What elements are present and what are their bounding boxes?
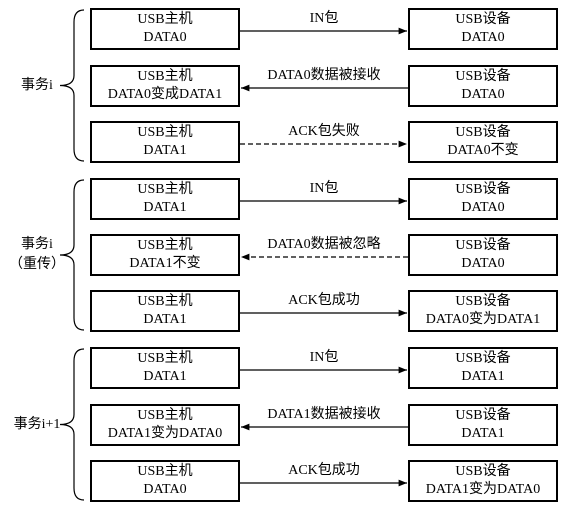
host-box-line-2: DATA1 <box>143 312 187 327</box>
device-box: USB设备 DATA0 <box>408 234 558 276</box>
device-box-line-2: DATA1 <box>461 426 505 441</box>
device-box-line-1: USB设备 <box>455 408 511 423</box>
device-box-line-2: DATA0不变 <box>447 143 519 158</box>
host-box-line-1: USB主机 <box>137 182 193 197</box>
host-box-line-2: DATA0 <box>143 30 187 45</box>
device-box-line-2: DATA0 <box>461 30 505 45</box>
transaction-label: 事务i （重传） <box>0 235 74 275</box>
device-box-line-2: DATA0变为DATA1 <box>425 312 541 327</box>
transaction-label-line: 事务i+1 <box>13 416 61 432</box>
host-box-line-1: USB主机 <box>137 125 193 140</box>
transaction-label: 事务i <box>0 76 74 96</box>
host-box-line-1: USB主机 <box>137 464 193 479</box>
group-brace <box>59 348 85 501</box>
host-box-line-1: USB主机 <box>137 408 193 423</box>
message-label: IN包 <box>309 350 339 365</box>
host-box: USB主机 DATA1 <box>90 347 240 389</box>
group-brace <box>59 9 85 162</box>
host-box: USB主机 DATA0 <box>90 460 240 502</box>
host-box-line-1: USB主机 <box>137 294 193 309</box>
transaction-label: 事务i+1 <box>0 415 74 435</box>
device-box-line-2: DATA0 <box>461 87 505 102</box>
message-label: DATA0数据被忽略 <box>267 237 381 252</box>
message-label: ACK包失败 <box>288 124 360 139</box>
device-box-line-1: USB设备 <box>455 464 511 479</box>
host-box-line-1: USB主机 <box>137 69 193 84</box>
host-box-line-2: DATA1 <box>143 369 187 384</box>
device-box-line-2: DATA1 <box>461 369 505 384</box>
device-box-line-2: DATA1变为DATA0 <box>425 482 541 497</box>
device-box: USB设备 DATA1变为DATA0 <box>408 460 558 502</box>
transaction-label-line: 事务i <box>21 237 53 252</box>
host-box-line-1: USB主机 <box>137 12 193 27</box>
message-label: DATA0数据被接收 <box>267 68 381 83</box>
host-box: USB主机 DATA0变成DATA1 <box>90 65 240 107</box>
device-box-line-1: USB设备 <box>455 182 511 197</box>
message-label: ACK包成功 <box>288 463 360 478</box>
host-box-line-2: DATA0 <box>143 482 187 497</box>
host-box-line-2: DATA1 <box>143 143 187 158</box>
device-box: USB设备 DATA0 <box>408 8 558 50</box>
host-box: USB主机 DATA1 <box>90 121 240 163</box>
message-label: ACK包成功 <box>288 293 360 308</box>
device-box-line-2: DATA0 <box>461 256 505 271</box>
host-box-line-1: USB主机 <box>137 238 193 253</box>
host-box: USB主机 DATA1不变 <box>90 234 240 276</box>
host-box-line-2: DATA1变为DATA0 <box>107 426 223 441</box>
transaction-label-line: 事务i <box>21 77 53 93</box>
device-box: USB设备 DATA1 <box>408 347 558 389</box>
device-box: USB设备 DATA0 <box>408 65 558 107</box>
host-box: USB主机 DATA0 <box>90 8 240 50</box>
message-label: DATA1数据被接收 <box>267 407 381 422</box>
device-box-line-1: USB设备 <box>455 351 511 366</box>
device-box: USB设备 DATA0不变 <box>408 121 558 163</box>
host-box-line-2: DATA0变成DATA1 <box>107 87 223 102</box>
host-box: USB主机 DATA1变为DATA0 <box>90 404 240 446</box>
device-box-line-1: USB设备 <box>455 69 511 84</box>
device-box-line-1: USB设备 <box>455 125 511 140</box>
device-box-line-2: DATA0 <box>461 200 505 215</box>
device-box: USB设备 DATA0变为DATA1 <box>408 290 558 332</box>
transaction-label-line: （重传） <box>9 257 65 272</box>
message-label: IN包 <box>309 181 339 196</box>
device-box-line-1: USB设备 <box>455 294 511 309</box>
host-box-line-2: DATA1不变 <box>129 256 201 271</box>
host-box: USB主机 DATA1 <box>90 290 240 332</box>
host-box: USB主机 DATA1 <box>90 178 240 220</box>
device-box: USB设备 DATA0 <box>408 178 558 220</box>
device-box: USB设备 DATA1 <box>408 404 558 446</box>
device-box-line-1: USB设备 <box>455 238 511 253</box>
message-label: IN包 <box>309 11 339 26</box>
group-brace <box>59 179 85 331</box>
host-box-line-2: DATA1 <box>143 200 187 215</box>
device-box-line-1: USB设备 <box>455 12 511 27</box>
host-box-line-1: USB主机 <box>137 351 193 366</box>
